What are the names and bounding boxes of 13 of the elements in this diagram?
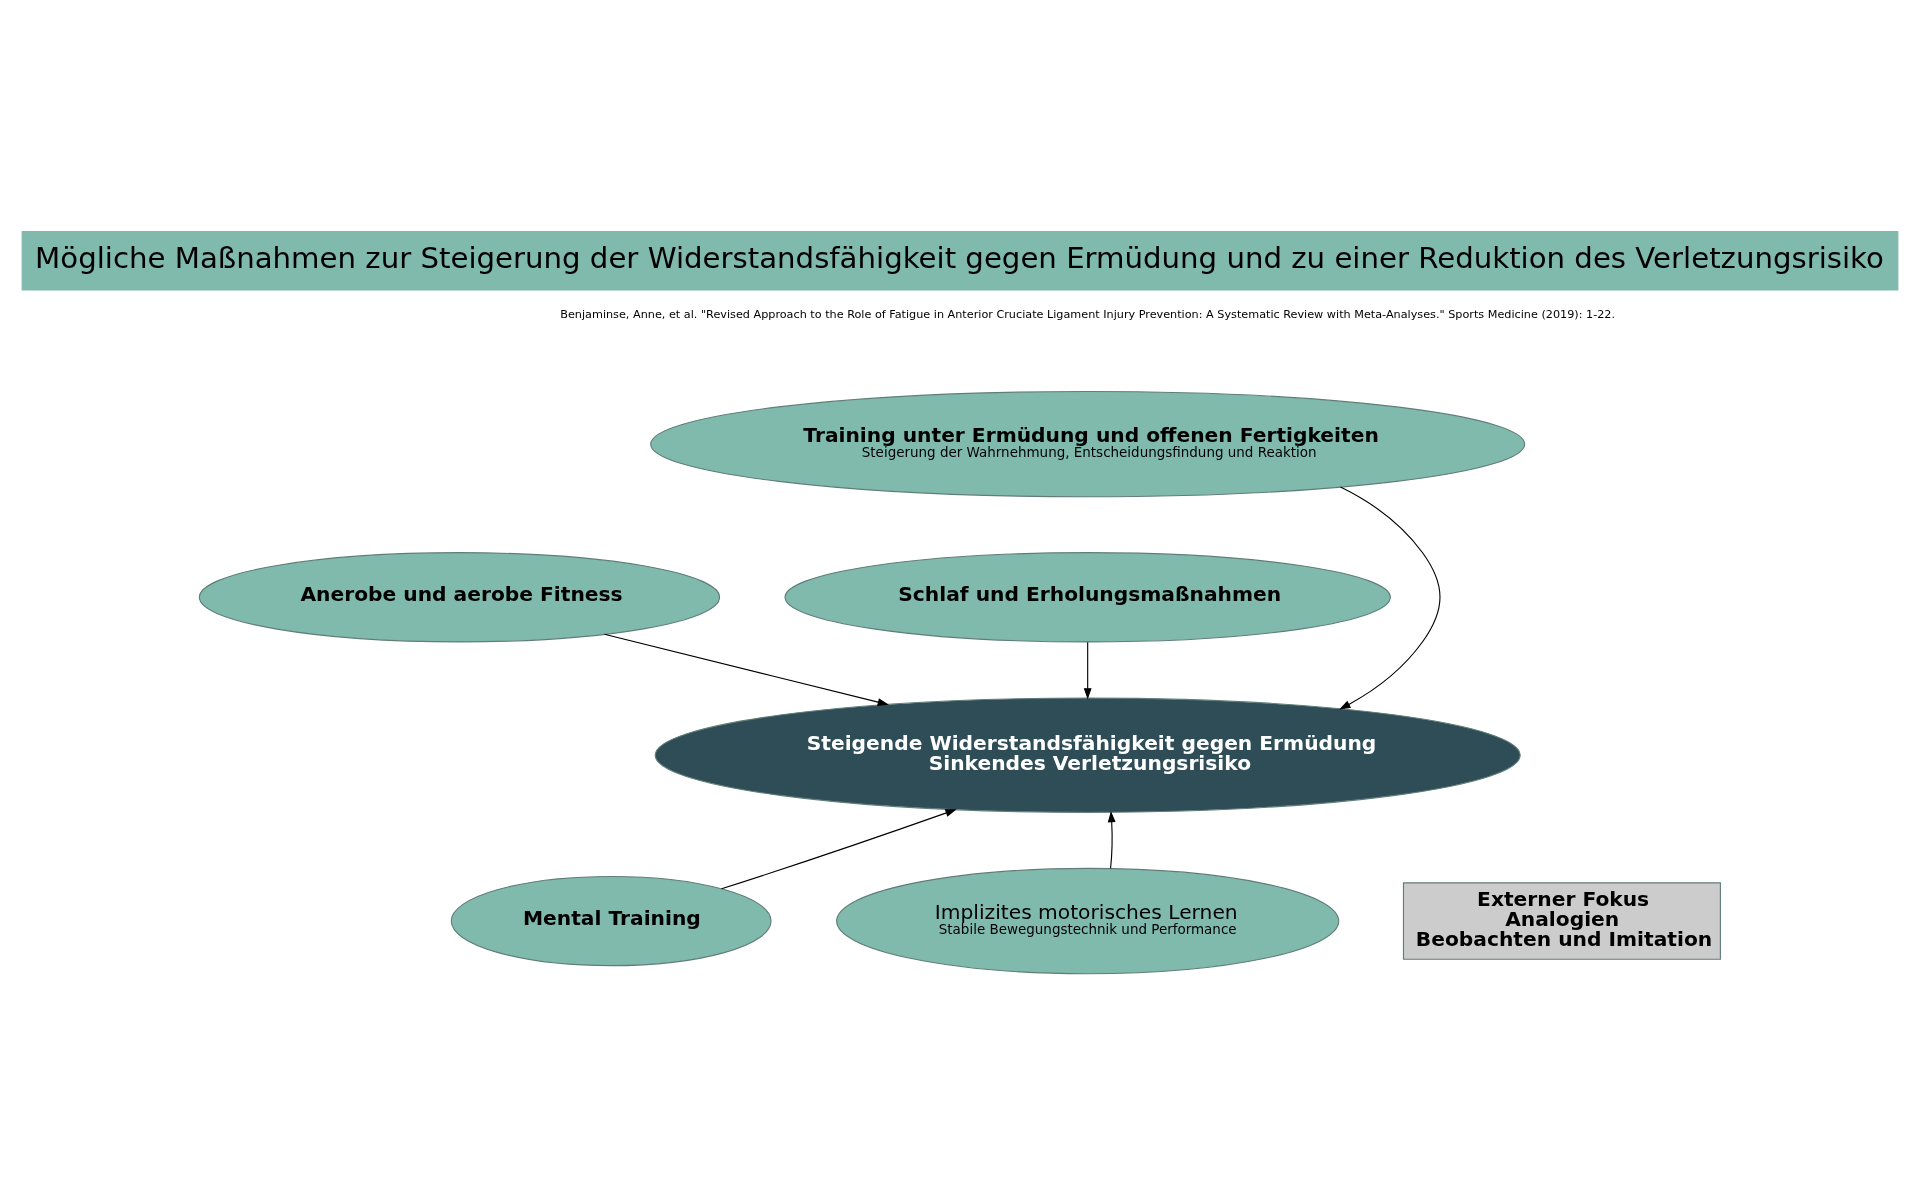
node-ellipse: Training unter Ermüdung und offenen Fertigkeiten Steigerung der Wahrnehmung, Entscheidungsfindung und Reaktion [650, 390, 1526, 498]
label: Benjaminse, Anne, et al. "Revised Approach to the Role of Fatigue in Anterior Cruciate Ligament Injury Prevention: A Systematic Review with Meta-Analyses." Sports Medicine (2019): 1-22. [560, 308, 1616, 322]
arrow [1083, 641, 1092, 700]
node-box: Externer Fokus Analogien Beobachten und Imitation [1402, 882, 1721, 960]
node-ellipse: Schlaf und Erholungsmaßnahmen [784, 552, 1391, 643]
diagram-title: Mögliche Maßnahmen zur Steigerung der Widerstandsfähigkeit gegen Ermüdung und zu einer Reduktion des Verletzungsrisiko [35, 241, 1884, 276]
arrow [603, 633, 889, 706]
node-ellipse: Implizites motorisches Lernen Stabile Bewegungstechnik und Performance [836, 867, 1340, 975]
arrow [1107, 810, 1116, 870]
arrow [1339, 486, 1441, 710]
arrow [721, 809, 957, 890]
node-ellipse: Mental Training [450, 875, 772, 967]
node-ellipse: Anerobe und aerobe Fitness [198, 552, 721, 643]
